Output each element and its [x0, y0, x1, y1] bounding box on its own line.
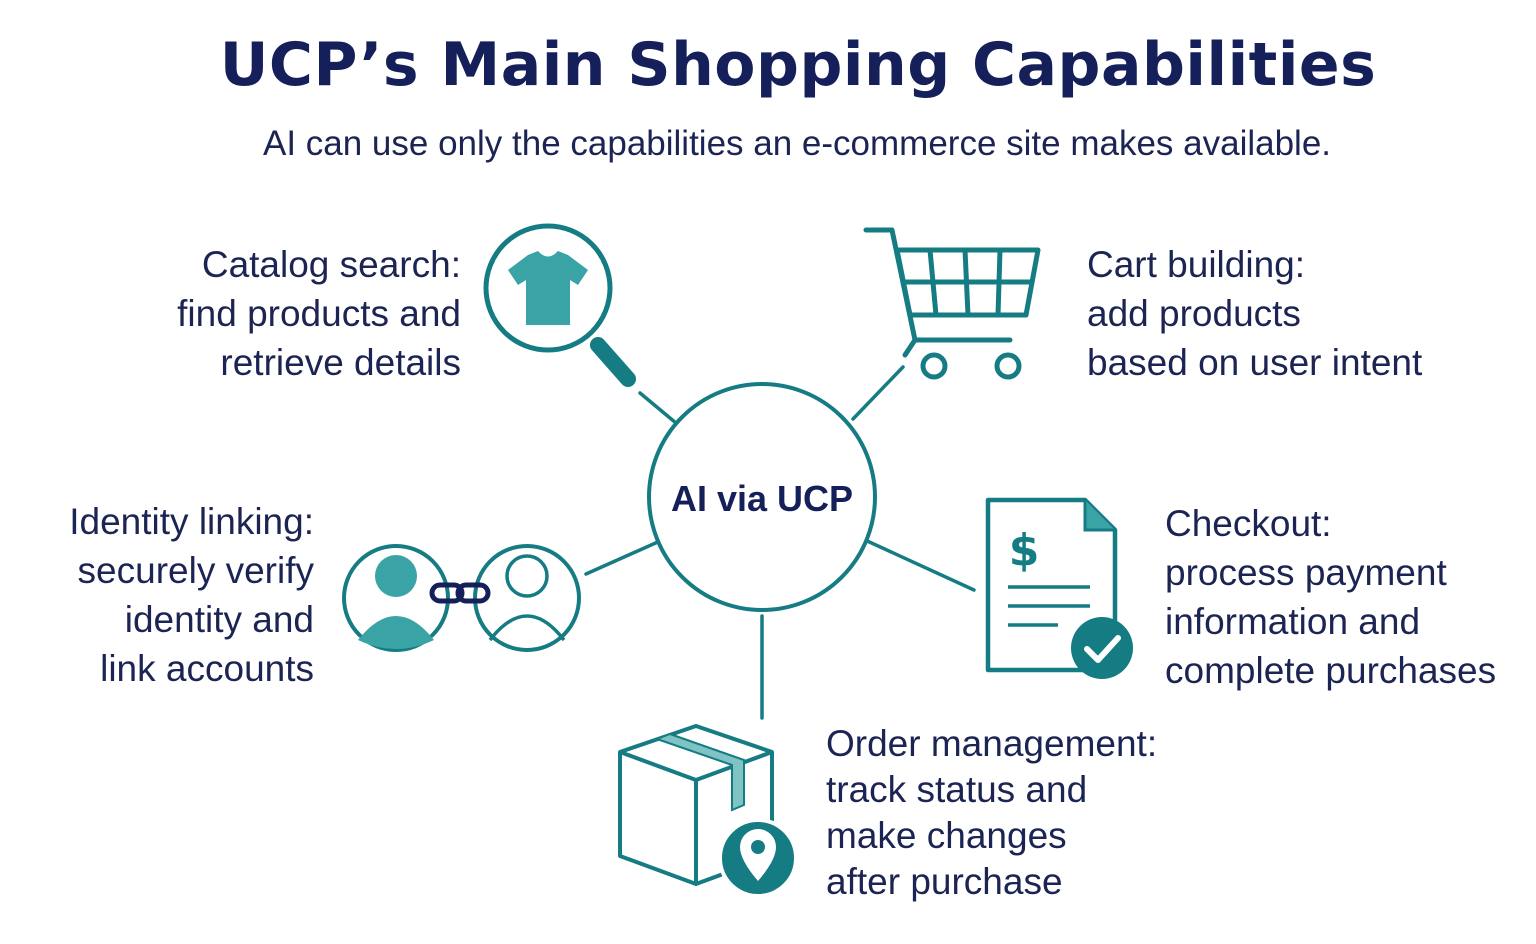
capability-checkout: Checkout: process payment information an…: [1165, 499, 1496, 695]
center-label: AI via UCP: [671, 478, 853, 519]
connector-cart: [851, 365, 905, 421]
package-location-icon: [618, 724, 798, 898]
capability-title: Catalog search:: [201, 244, 461, 285]
capability-title: Order management:: [826, 723, 1158, 764]
capability-title: Identity linking:: [69, 501, 314, 542]
capability-text: information and: [1165, 601, 1421, 642]
connector-catalog: [638, 391, 678, 425]
capability-cart-building: Cart building: add products based on use…: [1087, 240, 1422, 387]
shopping-cart-icon: [863, 227, 1041, 380]
capability-text: identity and: [124, 599, 314, 640]
magnifier-tshirt-icon: [483, 223, 636, 387]
invoice-check-icon: $: [985, 497, 1133, 679]
capability-text: make changes: [826, 815, 1067, 856]
page-subtitle: AI can use only the capabilities an e-co…: [262, 124, 1332, 163]
capability-identity-linking: Identity linking: securely verify identi…: [69, 497, 314, 693]
connector-identity: [584, 539, 662, 576]
capability-catalog-search: Catalog search: find products and retrie…: [177, 240, 461, 387]
connector-checkout: [863, 538, 976, 592]
capability-title: Cart building:: [1087, 244, 1306, 285]
capability-text: process payment: [1165, 552, 1447, 593]
capability-text: find products and: [177, 293, 461, 334]
capability-text: based on user intent: [1087, 342, 1423, 383]
capability-order-management: Order management: track status and make …: [826, 721, 1157, 905]
capability-text: after purchase: [826, 861, 1063, 902]
capability-text: link accounts: [100, 648, 314, 689]
capability-text: retrieve details: [220, 342, 461, 383]
capability-text: securely verify: [77, 550, 314, 591]
capability-text: add products: [1087, 293, 1301, 334]
capability-title: Checkout:: [1165, 503, 1332, 544]
capability-text: track status and: [826, 769, 1088, 810]
capability-text: complete purchases: [1165, 650, 1497, 691]
dollar-icon: $: [1009, 525, 1040, 576]
center-node: AI via UCP: [647, 382, 877, 612]
connector-lines: [584, 365, 976, 720]
page-title: UCP’s Main Shopping Capabilities: [219, 30, 1377, 100]
linked-users-icon: [342, 544, 581, 652]
check-icon: [1084, 635, 1121, 663]
